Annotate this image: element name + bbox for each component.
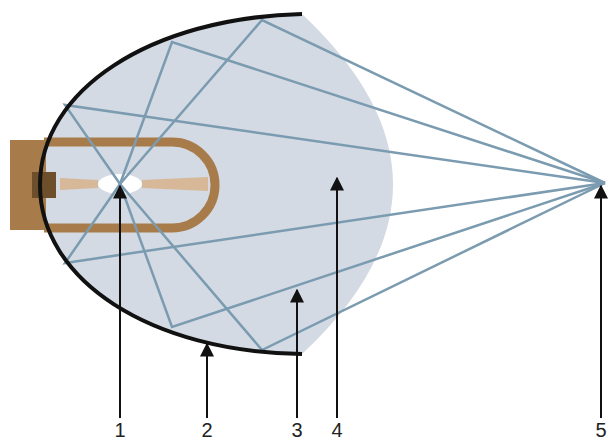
reflector-mirror — [40, 14, 302, 354]
light-volume — [40, 14, 393, 354]
lamp-contact — [32, 172, 56, 198]
filament-lead — [142, 177, 208, 191]
callout-number: 4 — [331, 419, 342, 441]
filament-lead — [60, 178, 98, 190]
callout-number: 3 — [291, 419, 302, 441]
callout-number: 2 — [201, 419, 212, 441]
callout-number: 5 — [595, 419, 606, 441]
light-rays — [65, 20, 605, 350]
callout-number: 1 — [114, 419, 125, 441]
leader-arrows — [120, 178, 601, 418]
